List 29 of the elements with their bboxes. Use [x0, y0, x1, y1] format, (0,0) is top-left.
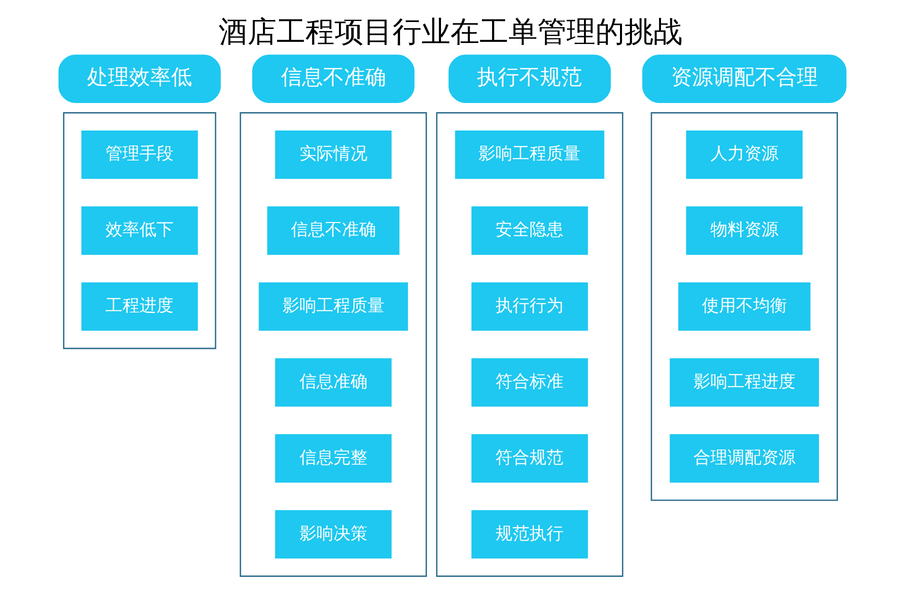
node-box: 处理效率低 — [58, 54, 220, 103]
node-box: 工程进度 — [80, 282, 198, 331]
cluster — [436, 112, 623, 577]
cluster — [650, 112, 838, 501]
node-box: 执行不规范 — [448, 54, 610, 103]
node-box: 信息不准确 — [266, 206, 399, 255]
node-box: 使用不均衡 — [678, 282, 810, 331]
diagram-title: 酒店工程项目行业在工单管理的挑战 — [218, 14, 682, 49]
node-box: 信息完整 — [274, 434, 392, 483]
node-box: 影响决策 — [274, 510, 392, 559]
node-box: 管理手段 — [80, 130, 198, 179]
node-box: 信息不准确 — [252, 54, 414, 103]
node-box: 资源调配不合理 — [642, 54, 846, 103]
node-box: 安全隐患 — [470, 206, 588, 255]
cluster — [239, 112, 426, 577]
node-box: 合理调配资源 — [669, 434, 818, 483]
node-box: 影响工程进度 — [669, 358, 818, 407]
node-box: 实际情况 — [274, 130, 392, 179]
node-box: 符合标准 — [470, 358, 588, 407]
node-box: 影响工程质量 — [454, 130, 604, 179]
node-box: 信息准确 — [274, 358, 392, 407]
node-box: 影响工程质量 — [258, 282, 408, 331]
node-box: 执行行为 — [470, 282, 588, 331]
node-box: 符合规范 — [470, 434, 588, 483]
node-box: 人力资源 — [686, 130, 802, 179]
cluster — [62, 112, 216, 350]
node-box: 效率低下 — [80, 206, 198, 255]
node-box: 规范执行 — [470, 510, 588, 559]
node-box: 物料资源 — [686, 206, 802, 255]
